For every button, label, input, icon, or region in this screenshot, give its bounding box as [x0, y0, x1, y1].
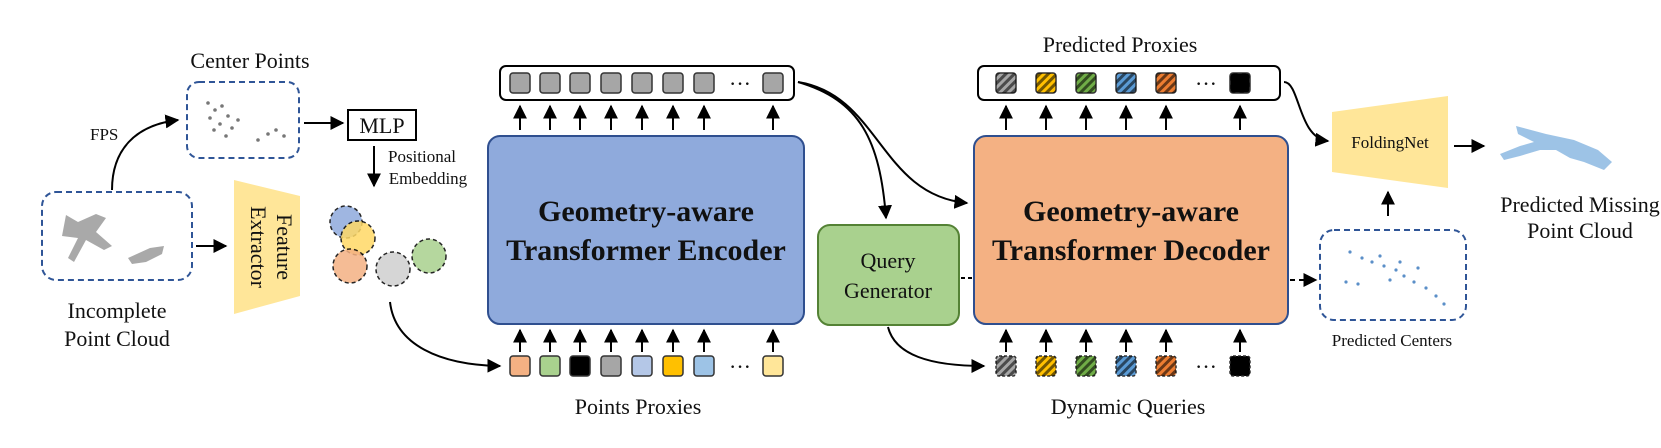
- encoder-output-token: [509, 72, 531, 94]
- dynamic-queries-ellipsis: ···: [1195, 354, 1217, 379]
- points-proxies-label: Points Proxies: [575, 394, 702, 419]
- encoder-title-2: Transformer Encoder: [506, 234, 786, 267]
- encoder-output-token: [762, 72, 784, 94]
- dynamic-query-token: [1035, 355, 1057, 377]
- predicted-proxies-ellipsis: ···: [1195, 71, 1217, 96]
- proxies-ellipsis: ···: [729, 354, 751, 379]
- predicted-proxies-title: Predicted Proxies: [1043, 32, 1198, 57]
- circles-to-proxies-arrow: [389, 301, 502, 373]
- encoder-to-query-arrow: [797, 81, 893, 220]
- decoder-title-2: Transformer Decoder: [992, 234, 1270, 267]
- encoder-block: [487, 135, 805, 325]
- center-points-box: [186, 81, 300, 159]
- dynamic-query-token: [1229, 355, 1251, 377]
- encoder-title-1: Geometry-aware: [538, 195, 754, 228]
- encoder-output-token: [631, 72, 653, 94]
- predicted-proxy-token: [1155, 72, 1177, 94]
- fps-label: FPS: [90, 125, 118, 144]
- positional-label-2: Embedding: [389, 169, 468, 188]
- predicted-proxy-token: [995, 72, 1017, 94]
- missing-label-2: Point Cloud: [1527, 218, 1633, 243]
- dynamic-queries-label: Dynamic Queries: [1051, 394, 1206, 419]
- points-proxy-token: [539, 355, 561, 377]
- dynamic-query-token: [1155, 355, 1177, 377]
- predicted-centers-dots: [1344, 250, 1446, 306]
- dynamic-query-token: [995, 355, 1017, 377]
- points-proxy-token: [693, 355, 715, 377]
- incomplete-cloud-box: [41, 191, 193, 281]
- decoder-block: [973, 135, 1289, 325]
- dynamic-query-token: [1115, 355, 1137, 377]
- foldingnet-block: [1332, 96, 1448, 188]
- feature-extractor-label-1: Feature: [272, 214, 297, 280]
- points-proxies-tokens: [509, 355, 784, 377]
- missing-label-1: Predicted Missing: [1500, 192, 1660, 217]
- predicted-proxy-token: [1115, 72, 1137, 94]
- encoder-to-decoder-arrow: [797, 81, 969, 209]
- points-proxy-token: [662, 355, 684, 377]
- center-points-dots: [206, 101, 286, 142]
- predicted-proxies-tokens: [995, 72, 1251, 94]
- query-to-dynamic-arrow: [887, 326, 986, 373]
- incomplete-cloud-points: [62, 214, 164, 264]
- encoder-output-token: [569, 72, 591, 94]
- encoder-up-arrows: [513, 104, 780, 130]
- points-proxy-token: [600, 355, 622, 377]
- predicted-centers-label: Predicted Centers: [1332, 331, 1452, 350]
- foldingnet-label: FoldingNet: [1351, 133, 1429, 152]
- mlp-label: MLP: [359, 113, 404, 138]
- incomplete-label-1: Incomplete: [68, 298, 167, 323]
- proxies-to-foldingnet-arrow: [1283, 81, 1330, 147]
- encoder-input-arrows: [513, 328, 780, 352]
- center-points-title: Center Points: [190, 48, 309, 73]
- query-generator-label-2: Generator: [844, 278, 933, 303]
- points-proxy-token: [762, 355, 784, 377]
- encoder-output-token: [693, 72, 715, 94]
- predicted-proxy-token: [1075, 72, 1097, 94]
- positional-label-1: Positional: [388, 147, 456, 166]
- points-proxy-token: [631, 355, 653, 377]
- decoder-title-1: Geometry-aware: [1023, 195, 1239, 228]
- encoder-output-token: [539, 72, 561, 94]
- predicted-proxy-token: [1035, 72, 1057, 94]
- decoder-input-arrows: [999, 328, 1247, 352]
- dynamic-queries-tokens: [995, 355, 1251, 377]
- encoder-output-tokens: [509, 72, 784, 94]
- points-proxy-token: [569, 355, 591, 377]
- encoder-output-token: [662, 72, 684, 94]
- predicted-proxy-token: [1229, 72, 1251, 94]
- fps-arrow: [111, 114, 180, 191]
- mlp-box: [347, 109, 417, 141]
- incomplete-label-2: Point Cloud: [64, 326, 170, 351]
- encoder-output-token: [600, 72, 622, 94]
- query-generator-block: [817, 224, 960, 326]
- feature-extractor-block: [234, 180, 300, 314]
- predicted-centers-box: [1319, 229, 1467, 321]
- feature-circles: [329, 205, 447, 287]
- feature-extractor-label-2: Extractor: [246, 206, 271, 289]
- encoder-output-ellipsis: ···: [729, 71, 751, 96]
- decoder-up-arrows: [999, 104, 1247, 130]
- predicted-missing-cloud: [1500, 126, 1612, 170]
- dynamic-query-token: [1075, 355, 1097, 377]
- points-proxy-token: [509, 355, 531, 377]
- query-generator-label-1: Query: [861, 248, 916, 273]
